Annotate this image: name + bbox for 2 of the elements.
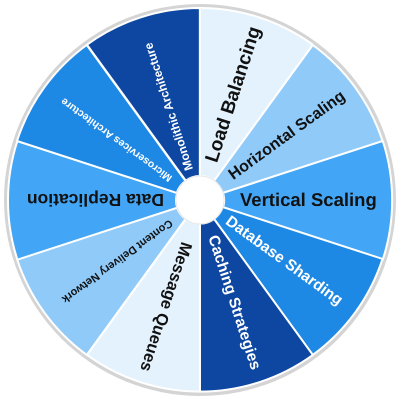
slice-label: Vertical Scaling (240, 189, 377, 211)
slice-label: Data Replication (26, 190, 164, 210)
